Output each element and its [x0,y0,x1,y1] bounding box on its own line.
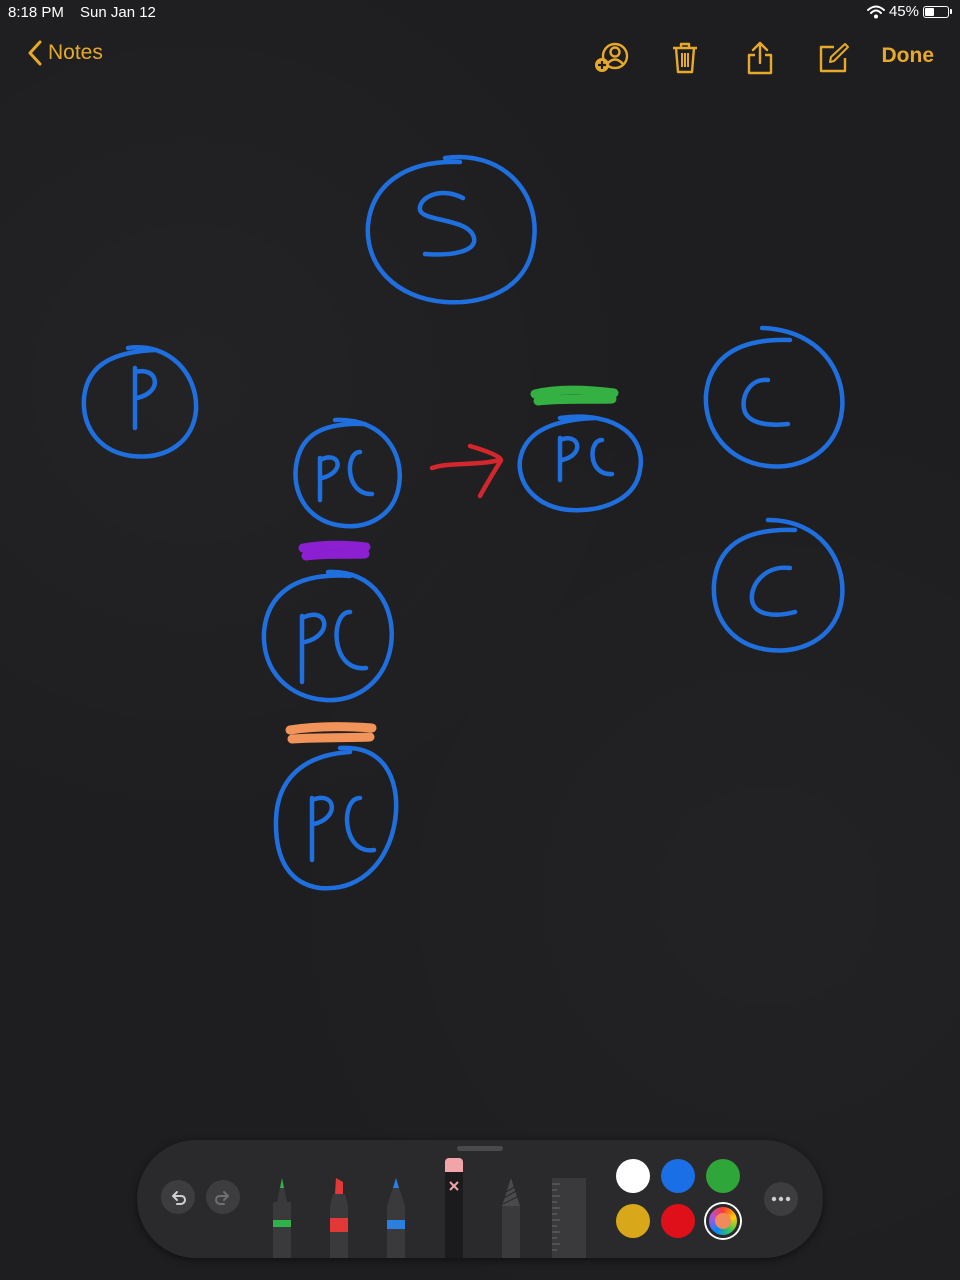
pc-letter-3 [299,609,369,685]
selected-color-dot [715,1213,731,1229]
server-letter [417,190,477,257]
orange-highlight-mark [285,722,377,744]
drawing-canvas[interactable] [0,90,960,1130]
trash-icon [673,42,697,74]
redo-button[interactable] [206,1180,240,1214]
more-options-button[interactable] [764,1182,798,1216]
pencil-tool[interactable] [384,1178,408,1258]
swatch-green[interactable] [706,1159,740,1193]
green-highlight-mark [530,385,619,406]
ruler-tool[interactable] [552,1178,586,1258]
eraser-tool[interactable] [442,1158,466,1258]
battery-icon [923,5,949,18]
arrow-stroke [429,443,504,499]
back-label: Notes [48,41,103,64]
purple-highlight-mark [298,540,371,561]
battery-percent: 45% [888,3,919,20]
pc-node-1 [293,417,402,529]
printer-node [81,345,199,459]
swatch-yellow[interactable] [616,1204,650,1238]
status-date: Sun Jan 12 [80,4,156,21]
server-node [365,154,537,305]
wifi-icon [866,5,885,18]
add-person-icon [595,42,629,72]
back-to-notes-button[interactable]: Notes [28,40,103,66]
toolbar-grabber[interactable] [457,1146,503,1151]
swatch-blue[interactable] [661,1159,695,1193]
compose-button[interactable] [814,38,854,78]
pc-letter-4 [309,795,377,863]
client-node-1 [703,325,845,469]
client-node-2 [711,517,845,653]
server-circle [365,154,537,305]
markup-toolbar [137,1140,823,1258]
navigation-bar: Notes Done [0,34,960,80]
pen-tool[interactable] [270,1178,294,1258]
redo-icon [214,1191,229,1205]
swatch-red[interactable] [661,1204,695,1238]
status-time: 8:18 PM [8,4,64,21]
client-circle-1 [703,325,845,469]
client-letter-2 [749,565,798,617]
status-indicators: 45% [866,3,952,20]
share-button[interactable] [740,38,780,78]
pc-circle-3 [261,569,394,703]
printer-letter [132,365,158,431]
pc-circle-1 [293,417,402,529]
add-people-button[interactable] [592,38,632,78]
more-icon [771,1196,791,1202]
pc-node-4 [273,745,399,891]
client-letter-1 [741,377,791,427]
swatch-white[interactable] [616,1159,650,1193]
pc-letter-1 [317,449,375,503]
marker-tool[interactable] [327,1178,351,1258]
pc-letter-2 [557,435,615,483]
lasso-tool[interactable] [499,1178,523,1258]
compose-icon [819,43,849,73]
printer-circle [81,345,199,459]
swatch-multicolor[interactable] [706,1204,740,1238]
undo-icon [172,1191,187,1205]
delete-button[interactable] [665,38,705,78]
client-circle-2 [711,517,845,653]
pc-circle-4 [273,745,399,891]
pc-circle-2 [517,414,644,513]
status-bar: 8:18 PM Sun Jan 12 45% [0,0,960,26]
share-icon [747,41,773,75]
done-button[interactable]: Done [881,44,935,67]
pc-node-2 [517,414,644,513]
pc-node-3 [261,569,394,703]
chevron-left-icon [28,40,42,66]
undo-button[interactable] [161,1180,195,1214]
